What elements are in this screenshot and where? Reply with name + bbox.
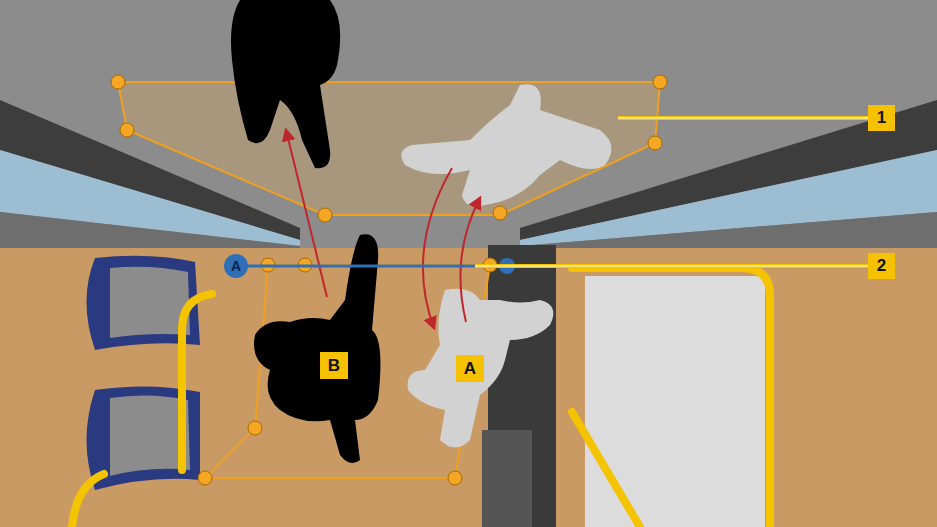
door-step — [482, 430, 532, 527]
right-step — [520, 212, 937, 250]
leader-line — [475, 264, 870, 268]
bus-floor — [0, 248, 937, 527]
movement-arrow — [286, 130, 327, 297]
person-silhouette — [254, 234, 380, 463]
movement-arrow — [460, 198, 480, 322]
handrail — [72, 474, 104, 527]
side-panel — [585, 276, 765, 527]
handrails — [72, 268, 770, 527]
handrail — [182, 294, 212, 470]
movement-arrow — [423, 168, 452, 328]
handrail — [572, 412, 640, 527]
movement-arrows — [286, 130, 480, 328]
person-label: A — [456, 355, 484, 382]
leader-line — [618, 118, 870, 119]
leader-line — [618, 116, 870, 120]
person-silhouette — [231, 0, 340, 168]
person-label: B — [320, 352, 348, 379]
callout-number: 2 — [868, 253, 895, 279]
line-marker: A — [224, 254, 248, 278]
left-step — [0, 212, 300, 250]
handrail — [572, 268, 770, 527]
zone-outline — [118, 82, 660, 215]
person-silhouette — [401, 84, 611, 206]
callout-number: 1 — [868, 105, 895, 131]
leader-line — [475, 266, 870, 267]
zone-vertices — [111, 75, 667, 485]
counting-line — [236, 265, 507, 268]
seat-cushion — [110, 267, 190, 338]
outside-ground — [0, 0, 937, 250]
